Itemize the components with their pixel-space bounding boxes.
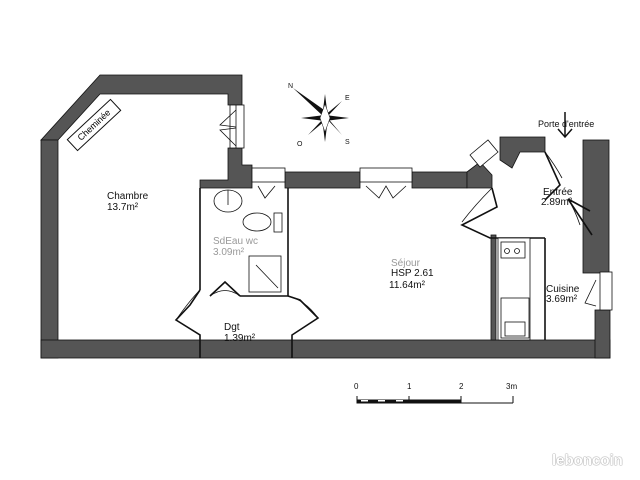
fixtures [213, 189, 531, 341]
room-entree-name: Entrée [543, 187, 573, 198]
scale-bar [356, 396, 514, 404]
scale-tick-1: 1 [407, 382, 412, 391]
room-entree-area: 2.89m² [541, 197, 573, 208]
svg-text:O: O [297, 141, 303, 148]
walls [40, 74, 611, 359]
watermark-logo: leboncoin [552, 452, 623, 469]
room-sejour-name: Séjour [391, 258, 420, 269]
scale-tick-2: 2 [459, 382, 464, 391]
compass-rose-icon: N E S O [288, 83, 350, 148]
svg-text:E: E [345, 95, 350, 102]
room-sejour-area: 11.64m² [389, 280, 425, 291]
door-arcs [175, 151, 581, 321]
scale-tick-0: 0 [354, 382, 359, 391]
entrance-arrow-icon [557, 112, 573, 139]
room-sejour-hsp: HSP 2.61 [391, 268, 434, 279]
room-chambre-area: 13.7m² [107, 202, 139, 213]
entrance-door-label: Porte d'entrée [538, 119, 595, 129]
room-chambre-name: Chambre [107, 191, 149, 202]
svg-text:N: N [288, 83, 293, 90]
room-sde-name: SdEau wc [213, 236, 259, 247]
room-dgt-area: 1.39m² [224, 333, 256, 344]
windows [219, 104, 613, 311]
svg-text:S: S [345, 139, 350, 146]
room-sde-area: 3.09m² [213, 247, 245, 258]
room-cuisine-name: Cuisine [546, 284, 580, 295]
room-cuisine-area: 3.69m² [546, 294, 578, 305]
room-dgt-name: Dgt [224, 322, 240, 333]
scale-tick-3: 3m [506, 382, 518, 391]
